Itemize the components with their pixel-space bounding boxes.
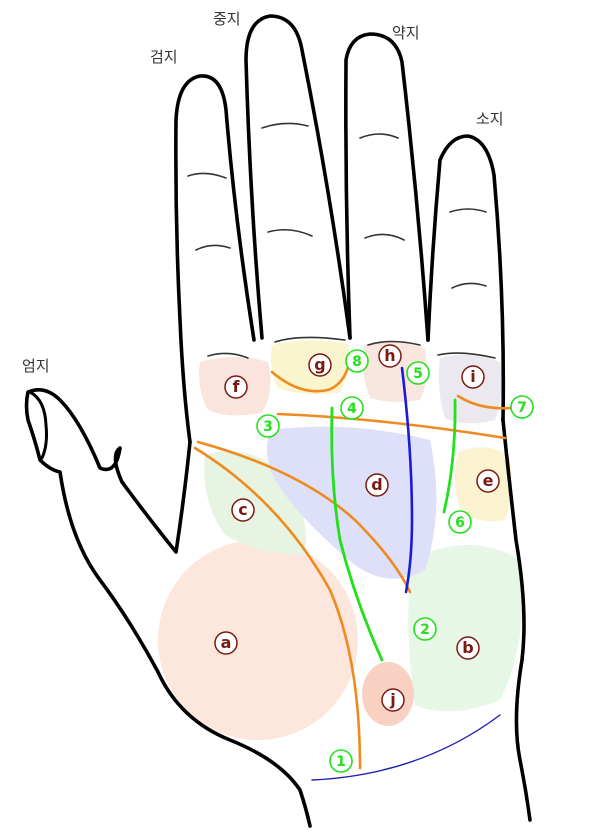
- svg-text:2: 2: [420, 622, 430, 638]
- orange-line-1: [193, 446, 362, 770]
- svg-text:e: e: [483, 471, 494, 490]
- finger-label-thumb: 엄지: [22, 357, 50, 375]
- thumb-outline: [24, 388, 312, 828]
- finger-label-ring: 약지: [392, 24, 420, 42]
- line-badge-1: 1: [329, 749, 353, 773]
- zone-badge-e: e: [476, 469, 500, 493]
- zone-i-region: [438, 354, 502, 424]
- zone-a-region: [158, 540, 358, 740]
- finger-label-middle: 중지: [213, 10, 241, 28]
- zone-badge-g: g: [308, 353, 332, 377]
- orange-lines: [193, 358, 512, 770]
- green-lines: [330, 398, 457, 662]
- zone-badge-j: j: [381, 688, 405, 712]
- index-finger-outline: [174, 74, 256, 444]
- hand-outline: [24, 14, 532, 828]
- zone-badges: a b c d e f g h: [214, 344, 500, 712]
- line-badges: 1 2 3 4 5 6 7 8: [256, 349, 534, 773]
- finger-labels: 엄지 검지 중지 약지 소지: [22, 10, 504, 375]
- svg-text:h: h: [384, 346, 395, 365]
- svg-text:i: i: [470, 367, 475, 386]
- svg-text:b: b: [462, 638, 473, 657]
- ring-finger-outline: [344, 32, 430, 342]
- svg-text:d: d: [371, 475, 382, 494]
- green-line-6: [442, 398, 457, 514]
- zone-badge-c: c: [231, 498, 255, 522]
- line-badge-6: 6: [448, 510, 472, 534]
- svg-text:a: a: [221, 633, 232, 652]
- line-badge-8: 8: [345, 349, 369, 373]
- blue-line-5: [400, 366, 414, 594]
- thumb-nail: [28, 390, 48, 460]
- svg-text:f: f: [233, 377, 241, 396]
- finger-creases: [187, 122, 496, 359]
- svg-text:7: 7: [517, 400, 527, 416]
- orange-line-8: [270, 358, 352, 393]
- line-badge-3: 3: [256, 414, 280, 438]
- orange-line-3: [276, 412, 507, 440]
- orange-line-7: [456, 394, 512, 410]
- green-line-4: [330, 406, 384, 662]
- finger-label-little: 소지: [476, 110, 504, 128]
- little-finger-outline: [426, 134, 506, 422]
- svg-text:g: g: [314, 355, 325, 374]
- svg-text:4: 4: [347, 401, 357, 417]
- zone-b-region: [408, 545, 523, 712]
- line-badge-5: 5: [406, 361, 430, 385]
- zones-layer: [158, 340, 523, 740]
- zone-badge-a: a: [214, 631, 238, 655]
- finger-label-index: 검지: [150, 48, 178, 66]
- line-badge-4: 4: [340, 396, 364, 420]
- svg-text:1: 1: [336, 754, 346, 770]
- middle-finger-outline: [244, 14, 352, 340]
- zone-badge-i: i: [461, 365, 485, 389]
- zone-badge-d: d: [365, 473, 389, 497]
- orange-line-2: [196, 440, 412, 594]
- zone-badge-b: b: [456, 636, 480, 660]
- svg-text:3: 3: [263, 419, 273, 435]
- zone-d-region: [266, 426, 437, 579]
- svg-text:8: 8: [352, 354, 362, 370]
- svg-text:c: c: [238, 500, 247, 519]
- zone-badge-h: h: [378, 344, 402, 368]
- zone-badge-f: f: [224, 375, 248, 399]
- svg-text:j: j: [389, 690, 395, 709]
- svg-text:5: 5: [413, 366, 423, 382]
- svg-text:6: 6: [455, 515, 465, 531]
- line-badge-2: 2: [413, 617, 437, 641]
- blue-lines: [311, 366, 501, 781]
- palm-right-edge: [501, 418, 532, 822]
- wrist-blue-line: [311, 714, 501, 781]
- line-badge-7: 7: [510, 395, 534, 419]
